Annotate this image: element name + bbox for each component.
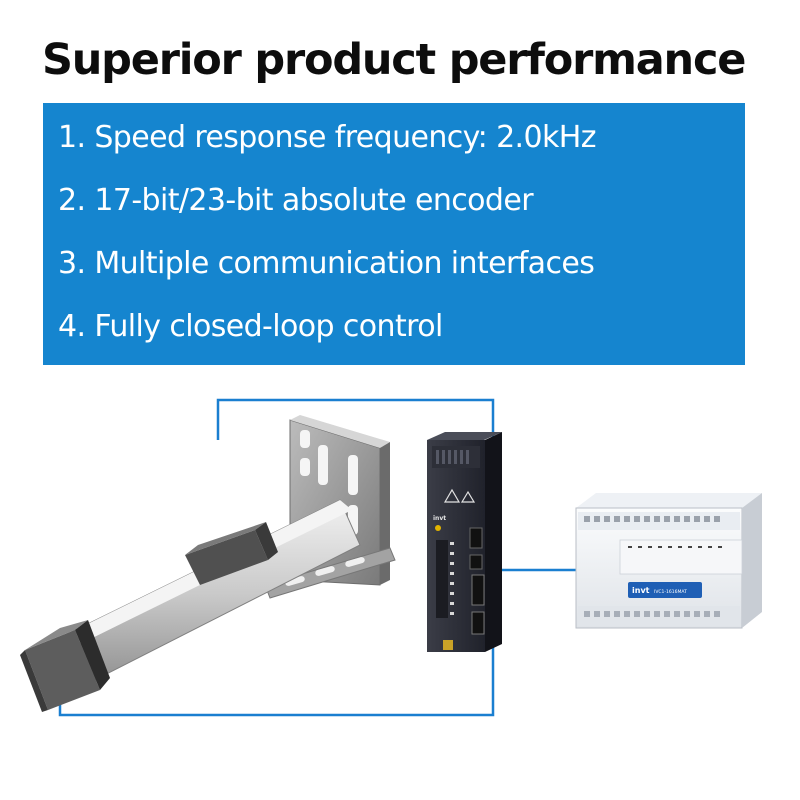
- servo-drive-icon: invt: [427, 432, 502, 652]
- feature-item-encoder: 2. 17-bit/23-bit absolute encoder: [58, 183, 534, 218]
- plc-controller-icon: invt IVC1-1616MAT: [575, 493, 762, 629]
- page-title: Superior product performance: [42, 35, 746, 85]
- linear-actuator-icon: [20, 415, 396, 712]
- drive-brand-label: invt: [433, 515, 446, 522]
- plc-model-label: IVC1-1616MAT: [654, 589, 687, 595]
- feature-list: 1. Speed response frequency: 2.0kHz 2. 1…: [43, 103, 745, 365]
- system-diagram: invt: [20, 398, 762, 717]
- feature-item-communication: 3. Multiple communication interfaces: [58, 246, 595, 281]
- plc-brand-label: invt: [632, 586, 650, 595]
- feature-item-speed-response: 1. Speed response frequency: 2.0kHz: [58, 120, 596, 155]
- feature-item-closed-loop: 4. Fully closed-loop control: [58, 309, 443, 344]
